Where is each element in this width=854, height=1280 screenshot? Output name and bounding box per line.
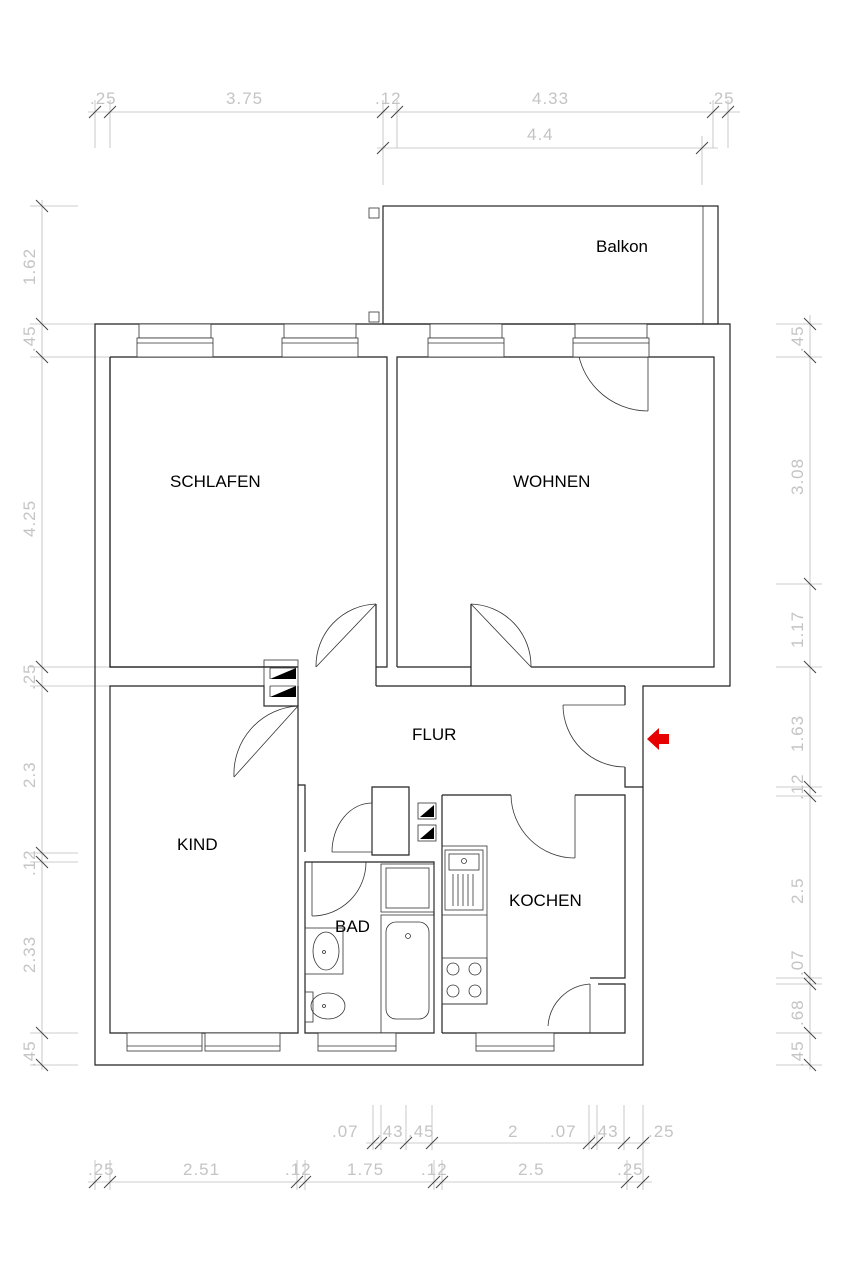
- dim-left-045-top: .45: [20, 325, 39, 352]
- room-kochen: KOCHEN: [441, 794, 626, 1034]
- dim-bottom1-045: .45: [408, 1122, 435, 1141]
- dim-top-025-right: .25: [708, 89, 735, 108]
- dim-top-375: 3.75: [226, 89, 263, 108]
- dim-bottom2-025-right: .25: [617, 1160, 644, 1179]
- outer-walls: [94, 323, 731, 1066]
- dim-right-007: .07: [788, 949, 807, 976]
- dim-left-233: 2.33: [20, 936, 39, 973]
- dim-bottom2-025-left: .25: [88, 1160, 115, 1179]
- left-dimensions: 1.62 .45 4.25 .25 2.3 .12 2.33 .45: [20, 199, 110, 1072]
- room-kind: KIND: [109, 685, 299, 1034]
- kitchen-shafts: [417, 802, 437, 842]
- dim-right-163: 1.63: [788, 715, 807, 752]
- dim-left-162: 1.62: [20, 248, 39, 285]
- room-wohnen: WOHNEN: [396, 356, 715, 668]
- room-flur: FLUR: [297, 686, 643, 856]
- dim-bottom2-175: 1.75: [347, 1160, 384, 1179]
- room-label-bad: BAD: [335, 917, 370, 936]
- dim-bottom2-251: 2.51: [183, 1160, 220, 1179]
- dim-right-308: 3.08: [788, 458, 807, 495]
- top-dimensions: .25 3.75 .12 4.33 .25 4.4: [88, 89, 740, 185]
- room-schlafen: SCHLAFEN: [109, 356, 388, 668]
- dim-right-068: .68: [788, 999, 807, 1026]
- dim-right-012: .12: [788, 773, 807, 800]
- entrance-arrow-icon: [647, 728, 669, 750]
- dim-left-012: .12: [20, 849, 39, 876]
- dim-right-25: 2.5: [788, 877, 807, 904]
- dim-bottom2-25: 2.5: [518, 1160, 545, 1179]
- dim-right-117: 1.17: [788, 611, 807, 648]
- dim-bottom2-012-left: .12: [285, 1160, 312, 1179]
- dim-left-025: .25: [20, 663, 39, 690]
- dim-bottom1-007-left: .07: [332, 1122, 359, 1141]
- room-label-balkon: Balkon: [596, 237, 648, 256]
- room-label-schlafen: SCHLAFEN: [170, 472, 261, 491]
- room-label-kochen: KOCHEN: [509, 891, 582, 910]
- balcony: Balkon: [368, 205, 719, 325]
- dim-bottom2-012-right: .12: [421, 1160, 448, 1179]
- dim-right-045-bottom: .45: [788, 1040, 807, 1067]
- dim-top-012: .12: [375, 89, 402, 108]
- room-label-kind: KIND: [177, 835, 218, 854]
- dim-right-045-top: .45: [788, 325, 807, 352]
- dim-top-44: 4.4: [527, 125, 554, 144]
- room-bad: BAD: [304, 795, 443, 1034]
- dim-left-045-bottom: .45: [20, 1040, 39, 1067]
- dim-bottom1-043-left: .43: [377, 1122, 404, 1141]
- dim-top-025-left: .25: [90, 89, 117, 108]
- dim-top-433: 4.33: [532, 89, 569, 108]
- room-label-flur: FLUR: [412, 725, 456, 744]
- dim-left-425: 4.25: [20, 500, 39, 537]
- right-dimensions: .45 3.08 1.17 1.63 .12 2.5 .07 .68 .45: [776, 315, 822, 1072]
- dim-bottom1-2: 2: [508, 1122, 518, 1141]
- bottom-dimensions: .07 .43 .45 2 .07 .43 .25 .25 2.51 .12 1…: [88, 1105, 675, 1190]
- dim-bottom1-025: .25: [648, 1122, 675, 1141]
- dim-left-23: 2.3: [20, 761, 39, 788]
- windows: [126, 323, 650, 1052]
- dim-bottom1-043-right: .43: [592, 1122, 619, 1141]
- dim-bottom1-007-right: .07: [550, 1122, 577, 1141]
- chimney-shafts: [263, 659, 299, 707]
- room-label-wohnen: WOHNEN: [513, 472, 590, 491]
